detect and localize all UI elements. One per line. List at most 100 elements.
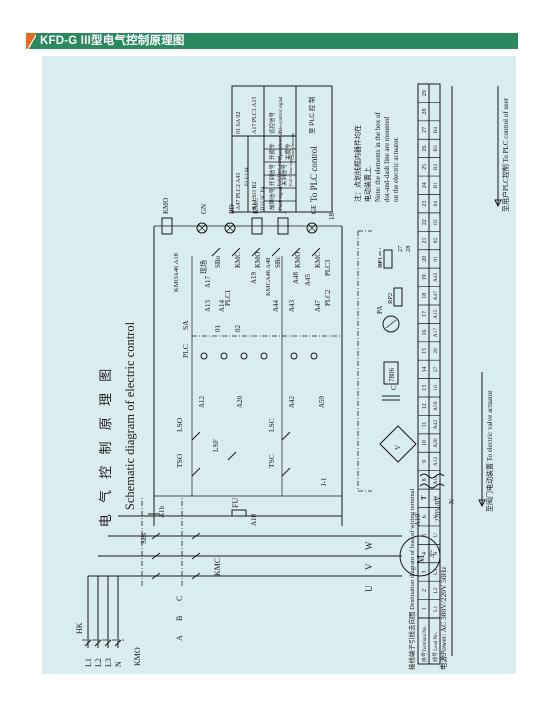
terminal-number: 11	[422, 422, 428, 428]
terminal-number: 1	[422, 607, 428, 610]
terminal-number: 12	[422, 403, 428, 409]
bridge-rectifier	[379, 425, 417, 463]
node-18: 18	[328, 213, 336, 221]
control-schematic: 电 气 控 制 原 理 图 Schematic diagram of elect…	[75, 83, 510, 670]
lsc-label: LSC	[267, 418, 276, 432]
motor-label: M	[416, 555, 427, 564]
site-label: 现场	[199, 260, 208, 274]
phase-label-l2: L2	[94, 658, 103, 667]
terminal-number: 8	[422, 478, 428, 481]
terminal-title: 接线端子引线去向图 Destination diagram of lead of…	[407, 488, 416, 670]
plc-row-en-4: Full-Open signal	[276, 155, 281, 186]
sa-selector-label: SA	[181, 320, 190, 330]
sbc-label: SBc	[274, 256, 282, 268]
ge-lamp-label: GE	[310, 205, 318, 214]
terminal-lead: U	[433, 533, 439, 537]
page-header: KFD-G III型电气控制原理图	[26, 33, 518, 49]
kmc-coil	[251, 217, 263, 235]
terminal-lead: A20	[433, 438, 439, 448]
kmc-a48-label: KMCA46 A48	[265, 258, 272, 296]
terminal-lead: A12	[433, 457, 439, 467]
terminal-lead: 28	[433, 348, 439, 354]
terminal-lead: A42	[433, 420, 439, 430]
header-accent-mark	[26, 33, 36, 49]
kmo-coil	[161, 217, 173, 235]
power-supply-note: 电源Power: AC 380V/220V 50Hz	[438, 566, 448, 670]
wire-a59: A59	[318, 395, 326, 408]
phase-label-l1: L1	[84, 658, 93, 667]
hk-label: HK	[75, 622, 84, 634]
plc-row-cn-3: 关度令	[284, 143, 292, 160]
terminal-number: 18	[422, 293, 428, 299]
terminal-lead: N	[433, 552, 439, 556]
terminal-lead: 27	[433, 366, 439, 372]
node-01: 01	[214, 325, 222, 333]
node-02: 02	[234, 325, 242, 333]
note-en-line1: Note: the elements in the box of	[374, 112, 382, 202]
note-cn-line2: 电动装置上.	[363, 165, 372, 202]
kmc-aux-label: KMC	[314, 252, 322, 268]
motor-terminal-v: V	[364, 563, 374, 570]
terminal-dest-plc: 至用户PLC控制 To PLC control of user	[501, 97, 510, 212]
plc-row-cn-2: 开度令	[268, 143, 276, 160]
wire-a42: A42	[288, 395, 296, 408]
plc-table-side-cn: 至 PLC 控 制	[307, 96, 316, 134]
terminal-number: 3	[422, 570, 428, 573]
wire-a12: A12	[198, 395, 206, 408]
motor-terminal-u: U	[364, 585, 374, 592]
kmo-coil-label: KMO	[162, 198, 170, 214]
kmo-a48-label: KMOA46 A18	[173, 253, 180, 292]
power-circuit: L1 L2 L3 N HK KMO KMC A B C FU A10 U V	[75, 496, 448, 670]
node-28: 28	[405, 246, 412, 253]
terminal-number: 10	[422, 440, 428, 446]
kmo-interlock-label: KMO	[254, 252, 262, 268]
plc-row-cn-5: 关到信号	[280, 163, 288, 186]
terminal-lead: 02	[433, 238, 439, 244]
wire-a1b: A1b	[158, 505, 166, 518]
transformer-label: T	[419, 495, 428, 500]
fuse-label: FU	[231, 498, 240, 508]
ge-lamp	[306, 222, 318, 234]
terminal-number: 25	[422, 164, 428, 170]
plc-row-cn-4: 开到信号	[268, 163, 276, 186]
terminal-lead: L3	[433, 569, 439, 575]
rp2-label: RP2	[387, 293, 394, 304]
terminal-lead: A1b	[433, 475, 439, 485]
wire-a17: A17	[204, 275, 212, 288]
line-label-a: A	[175, 635, 184, 641]
plc-row-en-6: Fault signal	[279, 186, 284, 210]
terminal-number: 23	[422, 201, 428, 207]
terminal-number: 26	[422, 145, 428, 151]
diagram-panel: 电 气 控 制 原 理 图 Schematic diagram of elect…	[42, 56, 516, 674]
note-cn-line1: 注：点划线框内器件均在	[353, 125, 362, 202]
tsc-label: TSC	[267, 454, 276, 468]
rp1-label: RP1	[377, 257, 384, 268]
kmo-aux-label: KMO	[294, 252, 302, 268]
lso-label: LSO	[175, 417, 184, 432]
regulator-7806	[383, 361, 399, 385]
terminal-number: 4	[422, 552, 428, 555]
terminal-number: 6	[422, 515, 428, 518]
j1-contact-label: J-1	[320, 477, 328, 486]
control-circuit: SBs A1b TSO LSO LSF TSC LSC A12 A20 A42 …	[140, 198, 343, 544]
plc-row-sym-1: 01 SA 02	[236, 112, 242, 134]
terminal-number: 5	[422, 534, 428, 537]
plc-row-cn-1: 远控信号	[268, 111, 276, 134]
terminal-number: 24	[422, 182, 428, 188]
terminal-number: 22	[422, 219, 428, 225]
terminal-lead: 04	[433, 201, 439, 207]
terminal-lead: 18	[433, 385, 439, 391]
position-ammeter	[382, 315, 400, 333]
diagram-title-cn: 电 气 控 制 原 理 图	[98, 365, 113, 528]
rectifier-label: V	[394, 445, 402, 450]
wire-a47: A47	[314, 299, 322, 312]
terminal-number: 13	[422, 385, 428, 391]
terminal-number: 21	[422, 238, 428, 244]
plc1-label: PLC1	[224, 289, 232, 306]
terminal-lead: A15	[433, 309, 439, 319]
terminal-lead: A47	[433, 291, 439, 301]
terminal-number: 7	[422, 497, 428, 500]
wire-a48: A48	[292, 271, 300, 284]
terminal-number: 2	[422, 589, 428, 592]
terminal-lead: A17	[433, 328, 439, 338]
